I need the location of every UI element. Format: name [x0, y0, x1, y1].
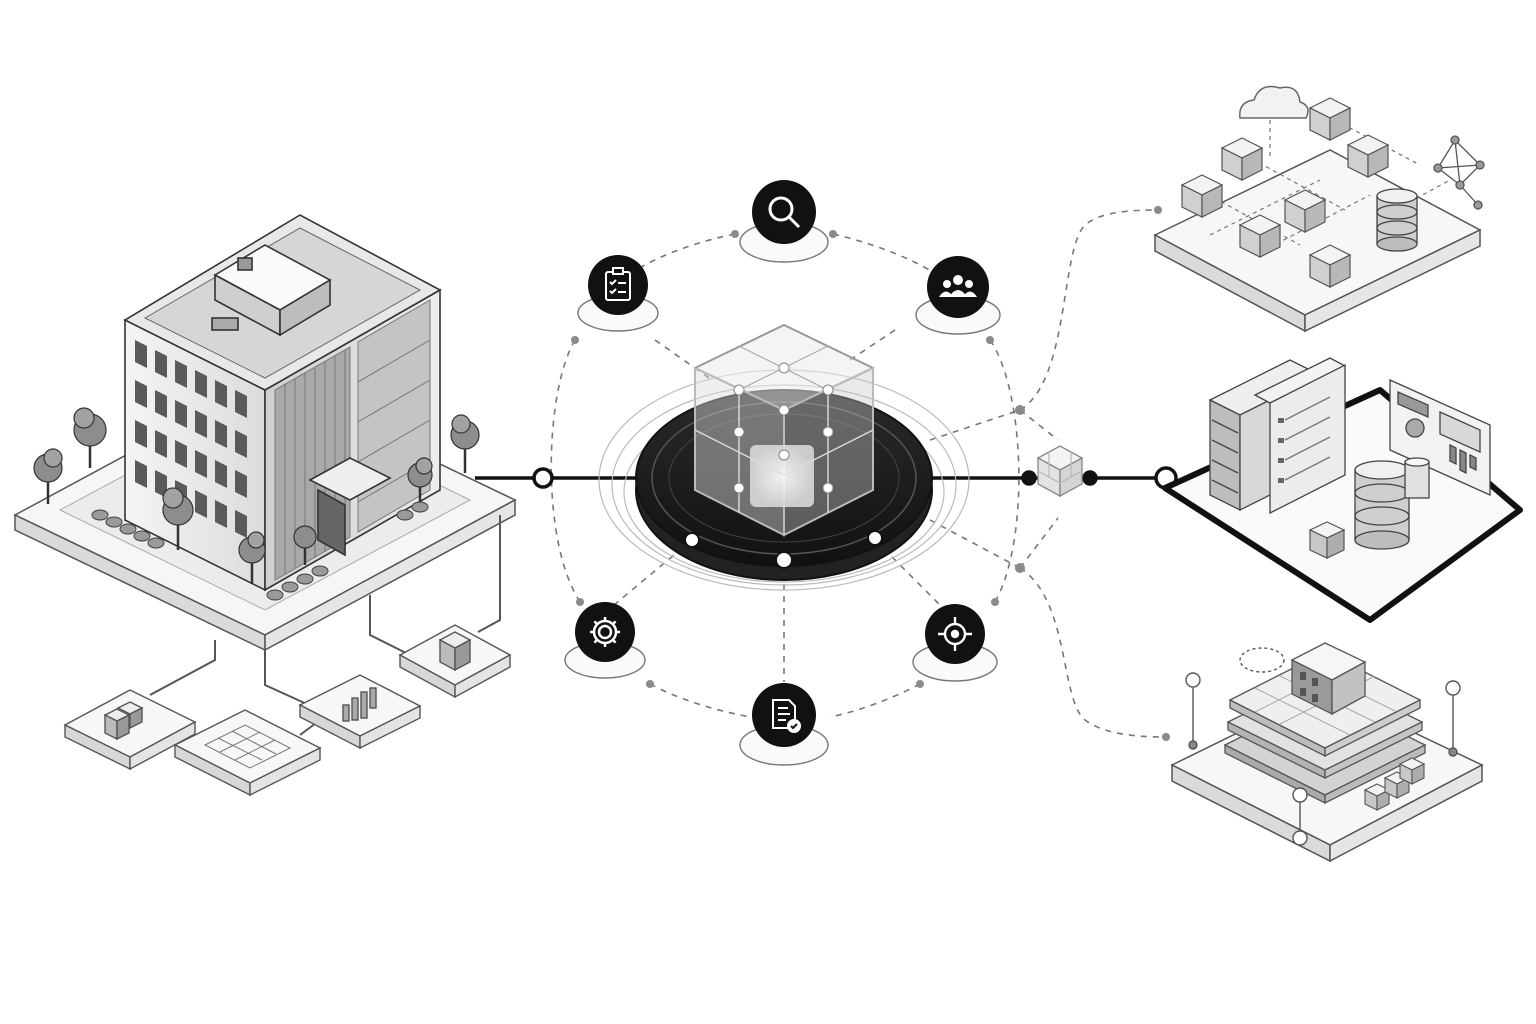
boxes-icon — [1363, 757, 1426, 811]
cube-nodes — [733, 362, 834, 494]
tree-icon — [33, 407, 480, 584]
data-cube — [692, 323, 876, 537]
city-model-platform — [1170, 642, 1484, 863]
grid-map-icon — [203, 724, 292, 769]
building-windows-left — [135, 340, 247, 538]
hub-rim-nodes — [684, 530, 883, 569]
document-check-icon — [772, 699, 801, 733]
boxes-icon — [1180, 97, 1390, 288]
hub-icon-search — [739, 180, 829, 263]
database-icon — [1376, 188, 1418, 252]
stacked-boxes-icon — [438, 631, 472, 672]
server-platform — [1162, 357, 1523, 623]
server-rack-icon — [1208, 357, 1347, 515]
path-dots — [571, 206, 1170, 741]
layered-city-icon — [1223, 642, 1427, 805]
gateway-cube — [1036, 445, 1084, 498]
left-cluster — [13, 214, 517, 797]
hedge-rows — [91, 501, 429, 601]
node-left-a — [532, 467, 554, 489]
data-network-platform — [1153, 85, 1485, 333]
subtile-boxes — [63, 689, 197, 771]
settings-icon — [590, 617, 620, 647]
central-hub — [564, 180, 1084, 766]
hub-icon-checklist — [577, 255, 659, 332]
checklist-icon — [605, 267, 631, 301]
hub-icon-users — [915, 256, 1001, 335]
network-graph-icon — [1433, 135, 1485, 210]
boxes-icon — [103, 701, 144, 741]
subtile-chart — [298, 674, 422, 750]
database-icon — [1354, 457, 1430, 550]
target-icon — [938, 617, 972, 651]
users-icon — [939, 275, 977, 297]
hub-icon-document — [739, 683, 829, 766]
boxes-icon — [1308, 521, 1346, 559]
search-icon — [768, 196, 801, 229]
subtile-grid — [173, 709, 322, 797]
hub-icon-target — [912, 604, 998, 682]
dashboard-icon — [1389, 378, 1491, 497]
office-building-icon — [123, 214, 442, 592]
location-pin-icon — [1185, 647, 1461, 846]
node-right-c — [1082, 470, 1098, 486]
bar-chart-icon — [342, 687, 377, 722]
node-right-b — [1021, 470, 1037, 486]
cloud-icon — [1239, 85, 1309, 119]
hub-icon-settings — [564, 602, 646, 679]
subtile-stack — [398, 624, 512, 699]
